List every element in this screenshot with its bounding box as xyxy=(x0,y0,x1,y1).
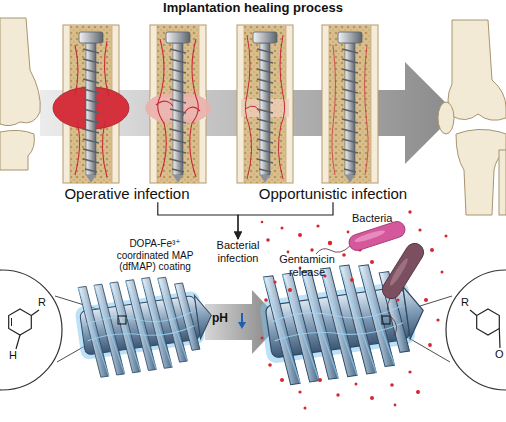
bone-segment xyxy=(145,25,211,183)
zoom-box xyxy=(118,316,126,324)
bacterium xyxy=(379,240,427,336)
bone-segment xyxy=(237,25,293,183)
bone-segment xyxy=(53,25,129,183)
chem-atom: O xyxy=(495,348,504,361)
node-text: Operative infection xyxy=(50,185,204,202)
bracket-connector xyxy=(158,202,238,239)
release-label: Gentamicin release xyxy=(275,253,339,278)
bacteria-label: Bacteria xyxy=(352,212,392,225)
bacterium xyxy=(316,219,407,254)
node-text: Opportunistic infection xyxy=(244,185,422,202)
bracket-connector xyxy=(238,202,333,239)
coating-label: DOPA-Fe³⁺ coordinated MAP (dfMAP) coatin… xyxy=(104,238,206,273)
bone-segment xyxy=(322,25,378,183)
chem-group: R xyxy=(461,296,469,309)
coated-screw xyxy=(74,270,218,379)
ph-label: pH xyxy=(212,312,228,326)
chem-atom: H xyxy=(9,349,17,362)
stage-label: Operative infection xyxy=(50,185,204,202)
outcome-label: Bacterial infection xyxy=(205,239,271,264)
chem-group: R xyxy=(38,296,46,309)
stage-label: Opportunistic infection xyxy=(244,185,422,202)
gentamicin-particles xyxy=(261,210,448,409)
node-text: Bacterial infection xyxy=(205,239,271,264)
diagram-title: Implantation healing process xyxy=(0,1,506,16)
knee-left xyxy=(0,18,40,170)
zoom-box xyxy=(382,316,390,324)
knee-right xyxy=(438,20,506,215)
ph-down-symbol xyxy=(238,313,246,329)
